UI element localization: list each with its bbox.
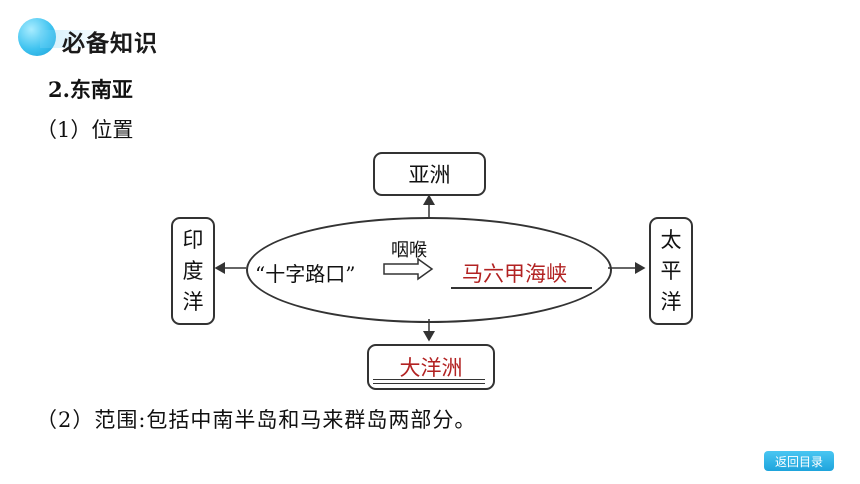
vertical-char: 平: [660, 258, 682, 283]
vertical-char: 印: [182, 227, 204, 252]
asia-box: 亚洲: [373, 152, 486, 196]
asia-label: 亚洲: [408, 163, 451, 187]
vertical-char: 度: [182, 258, 204, 283]
crossroads-label: “十字路口”: [255, 262, 356, 286]
scope-text: （2）范围:包括中南半岛和马来群岛两部分。: [36, 408, 477, 432]
oceania-box: 大洋洲: [367, 344, 495, 390]
pacific-ocean-label: 太平洋: [661, 225, 682, 318]
vertical-char: 洋: [182, 289, 204, 314]
oceania-label: 大洋洲: [399, 356, 463, 380]
southeast-asia-ellipse: [246, 217, 612, 323]
pacific-ocean-box: 太平洋: [649, 217, 693, 325]
oceania-answer-line: [373, 379, 485, 384]
logo-decoration: [40, 30, 110, 48]
topic-heading: 2.东南亚: [48, 77, 133, 102]
position-label: （1）位置: [36, 118, 134, 142]
indian-ocean-label: 印度洋: [183, 225, 204, 318]
back-to-contents-button[interactable]: 返回目录: [764, 451, 834, 471]
malacca-strait-label: 马六甲海峡: [462, 262, 567, 286]
section-logo-icon: [18, 18, 56, 56]
indian-ocean-box: 印度洋: [171, 217, 215, 325]
vertical-char: 洋: [660, 289, 682, 314]
section-title: 必备知识: [62, 31, 158, 57]
strait-answer-line: [451, 287, 592, 289]
vertical-char: 太: [660, 227, 682, 252]
throat-label: 咽喉: [391, 240, 427, 261]
